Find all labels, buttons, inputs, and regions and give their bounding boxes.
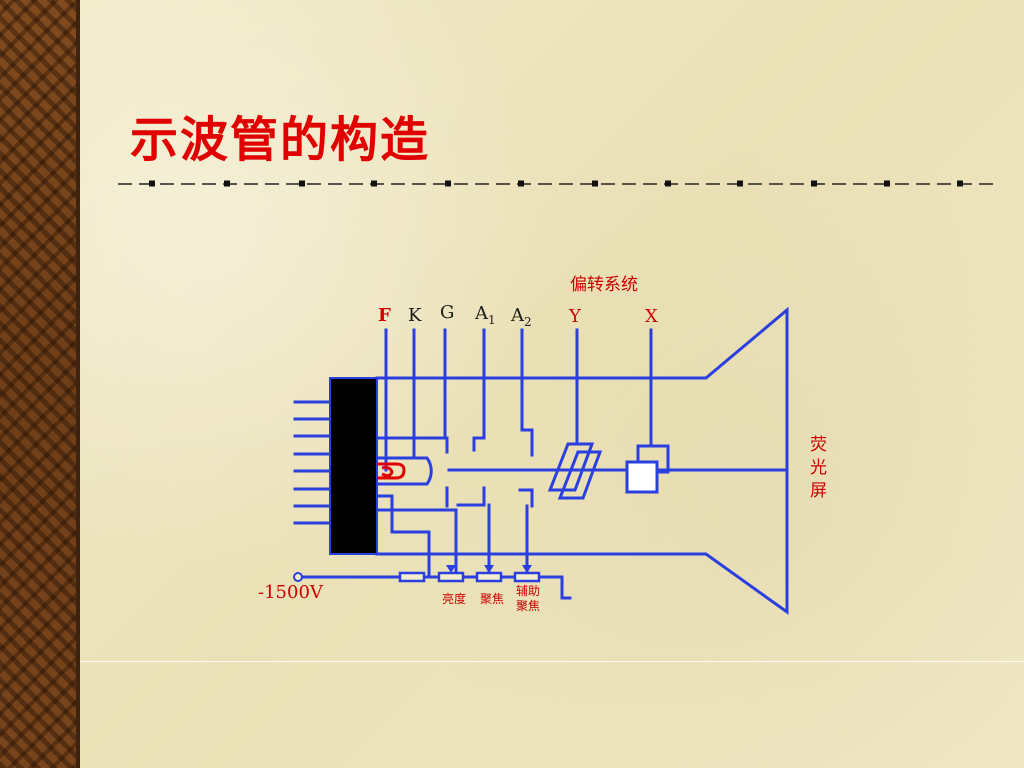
label-Y: Y	[568, 306, 582, 327]
electron-gun-block	[329, 377, 378, 555]
lead-G	[375, 328, 447, 440]
y-deflection-plate-2	[557, 450, 603, 500]
label-brightness: 亮度	[442, 591, 466, 606]
label-aux-focus-1: 辅助	[516, 584, 540, 598]
y-deflection-plate-1	[547, 442, 595, 492]
resistor-aux-focus	[513, 571, 541, 583]
label-deflection-system: 偏转系统	[570, 275, 638, 295]
label-screen-2: 光	[810, 458, 827, 478]
ground-lead	[560, 575, 572, 600]
resistor-brightness	[437, 571, 465, 583]
wood-texture-strip	[0, 0, 76, 768]
anode2-lower	[518, 488, 534, 508]
footer-line	[80, 661, 1024, 662]
lead-A2	[520, 328, 534, 452]
x-deflection-plate-front	[625, 460, 659, 494]
base-pins	[293, 400, 332, 525]
label-K: K	[408, 305, 422, 326]
label-X: X	[645, 306, 658, 327]
filament-heater	[377, 462, 406, 480]
slide-title: 示波管的构造	[130, 112, 431, 168]
label-A2: A2	[510, 305, 532, 329]
arrow-aux-focus	[522, 565, 532, 573]
wood-strip-edge	[76, 0, 80, 768]
anode1-lower	[456, 486, 486, 507]
label-G: G	[440, 302, 454, 323]
label-aux-focus-2: 聚焦	[516, 599, 540, 613]
resistor-1	[398, 571, 426, 583]
label-voltage: -1500V	[258, 582, 324, 603]
arrow-brightness	[446, 565, 456, 573]
tube-upper-wall	[375, 306, 789, 615]
label-F: F	[378, 305, 391, 326]
lead-A1	[472, 328, 486, 440]
arrow-focus	[484, 565, 494, 573]
label-screen-1: 荧	[810, 435, 827, 455]
label-focus: 聚焦	[480, 592, 504, 606]
label-A1: A1	[474, 303, 496, 327]
cathode-cylinder	[375, 456, 433, 486]
label-screen-3: 屏	[810, 481, 827, 501]
resistor-focus	[475, 571, 503, 583]
supply-terminal	[293, 572, 303, 582]
lower-lead-1	[375, 494, 431, 579]
lower-lead-2	[375, 508, 458, 579]
dotted-divider	[118, 180, 993, 187]
